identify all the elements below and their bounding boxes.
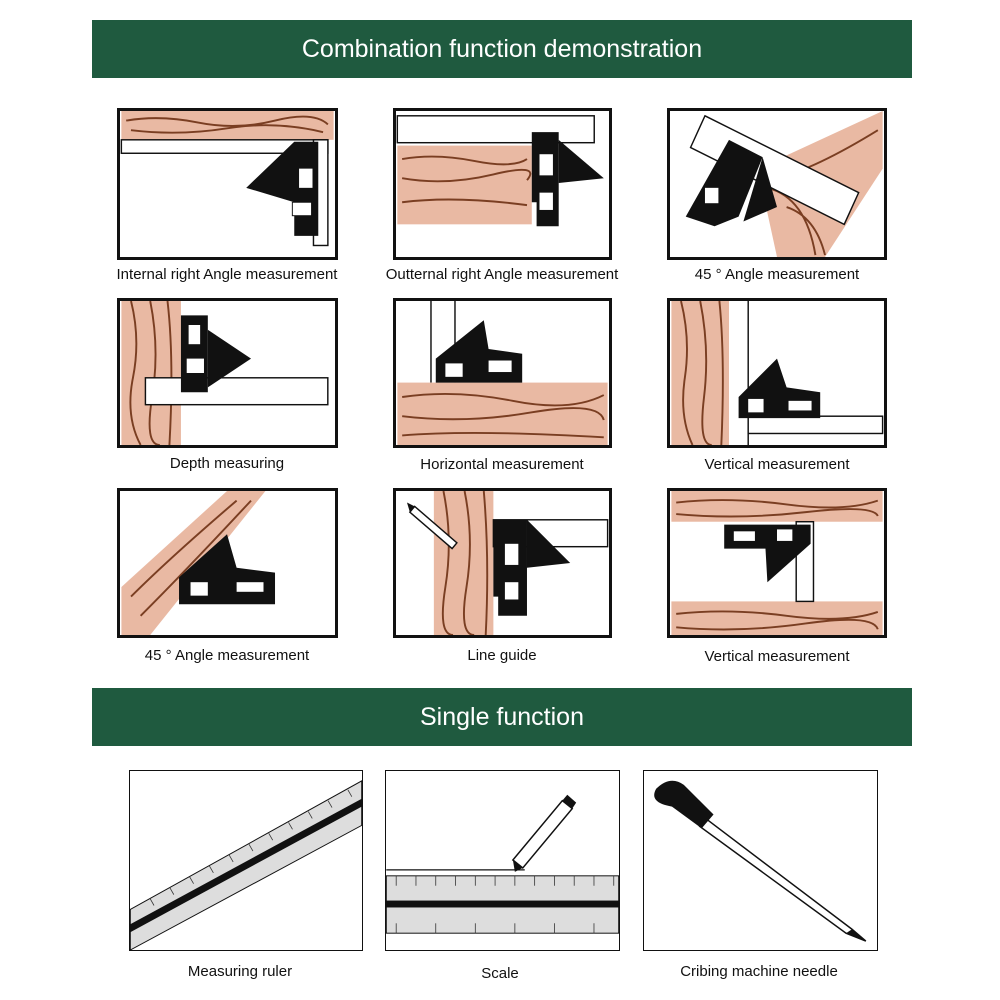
- depth-measuring-illustration: [117, 298, 338, 448]
- caption-45-degree-1: 45 ° Angle measurement: [694, 266, 860, 283]
- caption-external-right-angle: Outternal right Angle measurement: [385, 266, 619, 283]
- single-function-header: Single function: [92, 688, 912, 746]
- scribing-needle-illustration: [643, 770, 878, 951]
- caption-depth-measuring: Depth measuring: [169, 455, 285, 472]
- external-right-angle-illustration: [393, 108, 612, 260]
- measuring-ruler-illustration: [129, 770, 363, 951]
- caption-vertical-2: Vertical measurement: [704, 648, 850, 665]
- vertical-measurement-illustration: [667, 488, 887, 638]
- caption-measuring-ruler: Measuring ruler: [187, 963, 293, 980]
- caption-line-guide: Line guide: [467, 647, 537, 664]
- line-guide-illustration: [393, 488, 612, 638]
- horizontal-measurement-illustration: [393, 298, 612, 448]
- combination-header: Combination function demonstration: [92, 20, 912, 78]
- internal-right-angle-illustration: [117, 108, 338, 260]
- caption-vertical-1: Vertical measurement: [704, 456, 850, 473]
- caption-internal-right-angle: Internal right Angle measurement: [116, 266, 338, 283]
- caption-45-degree-2: 45 ° Angle measurement: [144, 647, 310, 664]
- caption-horizontal: Horizontal measurement: [420, 456, 584, 473]
- vertical-measurement-illustration: [667, 298, 887, 448]
- 45-degree-angle-illustration: [667, 108, 887, 260]
- scale-illustration: [385, 770, 620, 951]
- caption-scribing-needle: Cribing machine needle: [680, 963, 838, 980]
- caption-scale: Scale: [481, 965, 519, 982]
- 45-degree-angle-illustration: [117, 488, 338, 638]
